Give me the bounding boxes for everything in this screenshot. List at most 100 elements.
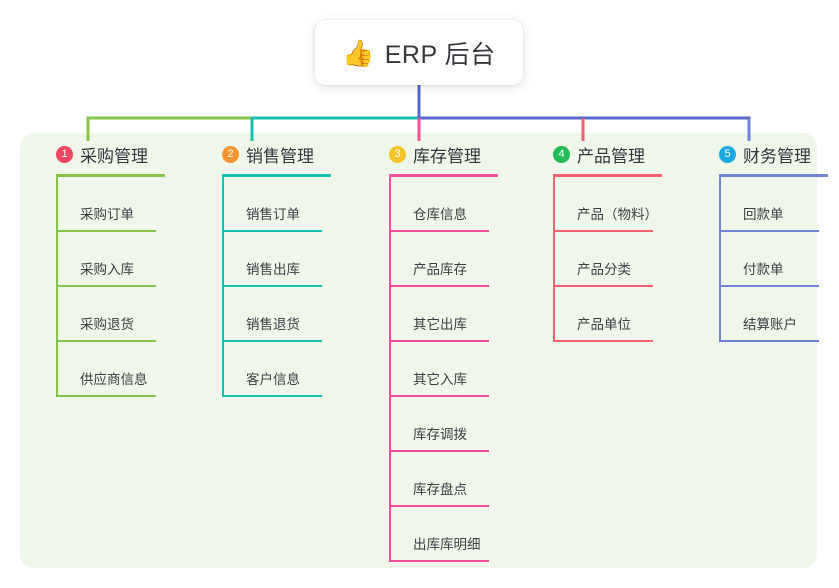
branch-column-2: 2 销售管理销售订单销售出库销售退货客户信息 — [203, 133, 369, 397]
leaf-underline — [222, 395, 322, 397]
branch-underline-2 — [222, 174, 331, 177]
leaf-label: 出库库明细 — [413, 537, 481, 552]
branch-badge-3: 3 — [389, 145, 406, 163]
branch-spine-1 — [56, 177, 58, 397]
leaf-node[interactable]: 产品（物料） — [553, 177, 693, 232]
leaf-underline — [56, 285, 156, 287]
leaf-underline — [222, 230, 322, 232]
leaf-node[interactable]: 仓库信息 — [389, 177, 529, 232]
leaf-node[interactable]: 结算账户 — [719, 287, 839, 342]
branch-spine-3 — [389, 177, 391, 562]
leaf-underline — [389, 285, 489, 287]
leaf-underline — [56, 340, 156, 342]
leaf-node[interactable]: 销售订单 — [222, 177, 362, 232]
branch-header-4[interactable]: 4 产品管理 — [534, 133, 700, 175]
leaf-node[interactable]: 库存盘点 — [389, 452, 529, 507]
leaf-underline — [389, 450, 489, 452]
leaf-node[interactable]: 回款单 — [719, 177, 839, 232]
leaf-label: 库存调拨 — [413, 427, 467, 442]
leaf-label: 回款单 — [743, 207, 784, 222]
branch-underline-5 — [719, 174, 828, 177]
branch-badge-4: 4 — [553, 145, 570, 163]
leaf-underline — [553, 230, 653, 232]
leaf-node[interactable]: 产品单位 — [553, 287, 693, 342]
leaf-underline — [553, 285, 653, 287]
root-node[interactable]: 👍 ERP 后台 — [315, 20, 523, 85]
leaf-node[interactable]: 产品分类 — [553, 232, 693, 287]
branch-badge-5: 5 — [719, 145, 736, 163]
branch-title-5: 财务管理 — [743, 146, 811, 166]
root-title: ERP 后台 — [384, 40, 496, 69]
leaf-underline — [56, 395, 156, 397]
branch-header-5[interactable]: 5 财务管理 — [700, 133, 839, 175]
branch-items-3: 仓库信息产品库存其它出库其它入库库存调拨库存盘点出库库明细 — [389, 177, 529, 562]
branch-header-2[interactable]: 2 销售管理 — [203, 133, 369, 175]
leaf-underline — [56, 230, 156, 232]
leaf-label: 产品（物料） — [577, 207, 658, 222]
branch-items-4: 产品（物料） 产品分类产品单位 — [553, 177, 693, 342]
branch-underline-3 — [389, 174, 498, 177]
leaf-underline — [719, 340, 819, 342]
leaf-node[interactable]: 采购退货 — [56, 287, 196, 342]
leaf-node[interactable]: 销售出库 — [222, 232, 362, 287]
leaf-label: 仓库信息 — [413, 207, 467, 222]
leaf-label: 销售出库 — [246, 262, 300, 277]
leaf-node[interactable]: 采购订单 — [56, 177, 196, 232]
branch-spine-4 — [553, 177, 555, 342]
branch-title-3: 库存管理 — [413, 146, 481, 166]
leaf-underline — [553, 340, 653, 342]
leaf-label: 产品库存 — [413, 262, 467, 277]
leaf-label: 客户信息 — [246, 372, 300, 387]
branch-underline-4 — [553, 174, 662, 177]
branch-items-2: 销售订单销售出库销售退货客户信息 — [222, 177, 362, 397]
branch-badge-2: 2 — [222, 145, 239, 163]
branch-header-3[interactable]: 3 库存管理 — [370, 133, 536, 175]
leaf-underline — [719, 230, 819, 232]
leaf-underline — [389, 505, 489, 507]
leaf-node[interactable]: 产品库存 — [389, 232, 529, 287]
leaf-label: 采购订单 — [80, 207, 134, 222]
leaf-label: 结算账户 — [743, 317, 797, 332]
branch-column-5: 5 财务管理回款单付款单结算账户 — [700, 133, 839, 342]
leaf-label: 采购退货 — [80, 317, 134, 332]
leaf-node[interactable]: 供应商信息 — [56, 342, 196, 397]
branches-panel — [20, 133, 817, 568]
leaf-label: 销售退货 — [246, 317, 300, 332]
leaf-node[interactable]: 付款单 — [719, 232, 839, 287]
leaf-label: 其它入库 — [413, 372, 467, 387]
leaf-node[interactable]: 其它出库 — [389, 287, 529, 342]
leaf-node[interactable]: 销售退货 — [222, 287, 362, 342]
branch-column-4: 4 产品管理产品（物料） 产品分类产品单位 — [534, 133, 700, 342]
leaf-node[interactable]: 客户信息 — [222, 342, 362, 397]
branch-title-2: 销售管理 — [246, 146, 314, 166]
leaf-underline — [222, 285, 322, 287]
leaf-node[interactable]: 采购入库 — [56, 232, 196, 287]
leaf-underline — [389, 395, 489, 397]
thumbs-up-emoji: 👍 — [342, 37, 375, 68]
branch-underline-1 — [56, 174, 165, 177]
branch-items-1: 采购订单采购入库采购退货供应商信息 — [56, 177, 196, 397]
leaf-underline — [389, 340, 489, 342]
branch-title-4: 产品管理 — [577, 146, 645, 166]
leaf-node[interactable]: 出库库明细 — [389, 507, 529, 562]
leaf-label: 销售订单 — [246, 207, 300, 222]
leaf-label: 付款单 — [743, 262, 784, 277]
branch-items-5: 回款单付款单结算账户 — [719, 177, 839, 342]
branch-spine-5 — [719, 177, 721, 342]
leaf-underline — [719, 285, 819, 287]
leaf-underline — [389, 230, 489, 232]
leaf-node[interactable]: 库存调拨 — [389, 397, 529, 452]
leaf-label: 产品单位 — [577, 317, 631, 332]
leaf-underline — [389, 560, 489, 562]
leaf-label: 供应商信息 — [80, 372, 148, 387]
leaf-node[interactable]: 其它入库 — [389, 342, 529, 397]
branch-title-1: 采购管理 — [80, 146, 148, 166]
leaf-label: 库存盘点 — [413, 482, 467, 497]
branch-column-3: 3 库存管理仓库信息产品库存其它出库其它入库库存调拨库存盘点出库库明细 — [370, 133, 536, 562]
branch-spine-2 — [222, 177, 224, 397]
leaf-label: 产品分类 — [577, 262, 631, 277]
